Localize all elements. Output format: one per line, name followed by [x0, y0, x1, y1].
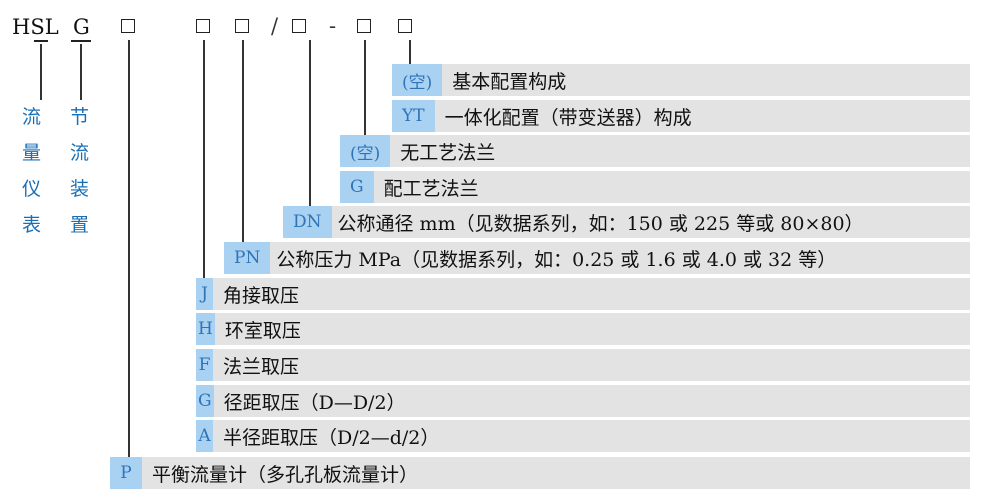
option-code: A — [196, 420, 213, 452]
hsl-underline — [34, 40, 48, 42]
code-box-p — [121, 19, 135, 33]
option-row-half-diameter-tap: A 半径距取压（D/2—d/2） — [196, 420, 970, 452]
code-box-config — [398, 19, 412, 33]
option-row-nominal-diameter: DN 公称通径 mm（见数据系列，如：150 或 225 等或 80×80） — [283, 206, 970, 238]
connector-line-dn — [309, 40, 311, 206]
code-box-pn — [235, 19, 249, 33]
connector-line-g — [80, 44, 82, 100]
option-text: 公称通径 mm（见数据系列，如：150 或 225 等或 80×80） — [331, 206, 970, 238]
option-text: 平衡流量计（多孔孔板流量计） — [142, 457, 970, 489]
option-code: PN — [224, 242, 271, 274]
option-code: (空) — [340, 135, 391, 167]
code-box-dn — [292, 19, 306, 33]
option-code: P — [110, 457, 142, 489]
option-row-balanced-flowmeter: P 平衡流量计（多孔孔板流量计） — [110, 457, 970, 489]
code-box-flange — [357, 19, 371, 33]
flowmeter-label-char: 量 — [22, 142, 42, 164]
connector-line-pn — [242, 40, 244, 242]
option-row-basic-config: (空) 基本配置构成 — [392, 64, 970, 96]
option-text: 法兰取压 — [213, 349, 970, 381]
throttle-label-char: 流 — [70, 142, 90, 164]
option-row-corner-tap: J 角接取压 — [196, 278, 970, 310]
option-row-nominal-pressure: PN 公称压力 MPa（见数据系列，如：0.25 或 1.6 或 4.0 或 3… — [224, 242, 970, 274]
connector-line-flange — [364, 40, 366, 135]
option-text: 无工艺法兰 — [390, 135, 970, 167]
option-code: (空) — [392, 64, 443, 96]
option-row-no-flange: (空) 无工艺法兰 — [340, 135, 970, 167]
option-code: G — [196, 385, 214, 417]
option-code: H — [196, 313, 215, 345]
option-text: 配工艺法兰 — [373, 171, 970, 203]
throttle-label-char: 装 — [70, 178, 90, 200]
option-code: G — [340, 171, 374, 203]
throttle-label-char: 置 — [70, 214, 90, 236]
slash-separator: / — [271, 14, 279, 38]
option-text: 一体化配置（带变送器）构成 — [434, 100, 970, 132]
flowmeter-label-char: 流 — [22, 106, 42, 128]
header-hsl: HSL — [12, 15, 59, 39]
dash-separator: - — [329, 14, 337, 38]
option-text: 角接取压 — [213, 278, 970, 310]
header-g: G — [73, 15, 90, 39]
flowmeter-label-char: 仪 — [22, 178, 42, 200]
option-text: 环室取压 — [214, 313, 970, 345]
option-row-flange-tap: F 法兰取压 — [196, 349, 970, 381]
option-code: F — [196, 349, 213, 381]
option-code: J — [196, 278, 213, 310]
option-row-ring-chamber-tap: H 环室取压 — [196, 313, 970, 345]
option-code: YT — [392, 100, 435, 132]
option-row-with-flange: G 配工艺法兰 — [340, 171, 970, 203]
connector-line-hsl — [40, 44, 42, 100]
flowmeter-label-char: 表 — [22, 214, 42, 236]
connector-line-tap — [203, 40, 205, 278]
option-text: 径距取压（D—D/2） — [213, 385, 970, 417]
option-text: 半径距取压（D/2—d/2） — [213, 420, 970, 452]
g-underline — [71, 40, 91, 42]
option-row-diameter-tap: G 径距取压（D—D/2） — [196, 385, 970, 417]
throttle-label-char: 节 — [70, 106, 90, 128]
option-text: 公称压力 MPa（见数据系列，如：0.25 或 1.6 或 4.0 或 32 等… — [270, 242, 970, 274]
option-code: DN — [283, 206, 332, 238]
option-row-integrated-config: YT 一体化配置（带变送器）构成 — [392, 100, 970, 132]
connector-line-config — [409, 40, 411, 64]
connector-line-p — [128, 40, 130, 457]
option-text: 基本配置构成 — [442, 64, 970, 96]
code-box-tap — [196, 19, 210, 33]
